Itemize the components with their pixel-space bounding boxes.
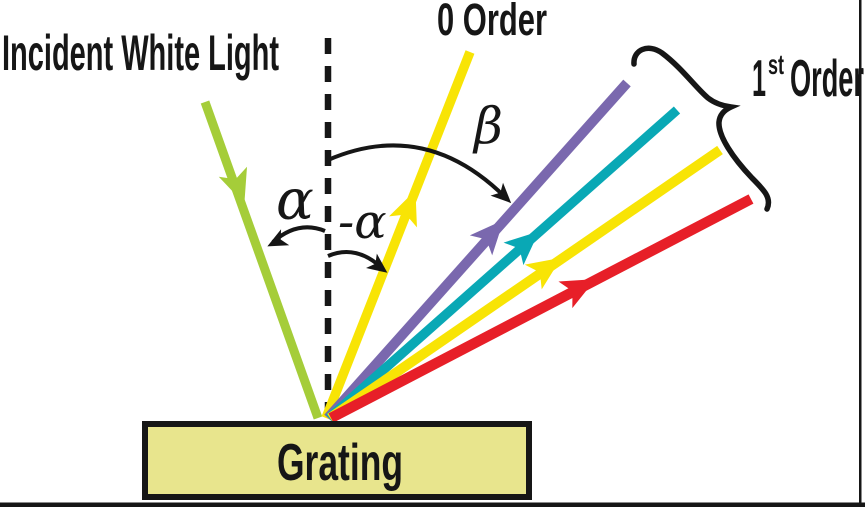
grating-box [142,421,532,500]
incident-white-light-label: Incident White Light [2,25,279,81]
first-order-brace-icon [631,45,772,212]
alpha-symbol: α [276,168,314,233]
zero-order-arrowhead-icon [389,190,417,228]
neg-alpha-symbol: -α [338,194,387,250]
incident-beam-arrowhead-icon [218,166,248,204]
first-order-label-superscript: st [768,49,784,80]
zero-order-beam [321,50,475,420]
grating-label: Grating [277,434,403,492]
first-order-cyan-beam [325,106,681,422]
first-order-red-arrowhead-icon [558,279,596,309]
first-order-label-word: Order [790,50,864,108]
first-order-yellow-arrowhead-icon [524,257,562,290]
beta-symbol: β [472,97,503,155]
first-order-violet-beam [324,79,631,422]
alpha-arc-arrowhead-icon [267,229,290,247]
first-order-red-beam [328,194,754,423]
neg-alpha-arc-arrowhead-icon [366,253,388,273]
incident-beam [200,100,323,420]
beta-angle-arc [327,143,507,199]
first-order-label-number: 1 [752,50,766,108]
first-order-violet-arrowhead-icon [469,220,504,256]
right-border [859,0,862,507]
bottom-border [0,502,865,507]
beta-arc-arrowhead-icon [490,182,512,204]
first-order-yellow-beam [327,145,723,423]
zero-order-label: 0 Order [437,0,547,45]
first-order-cyan-arrowhead-icon [503,231,540,266]
